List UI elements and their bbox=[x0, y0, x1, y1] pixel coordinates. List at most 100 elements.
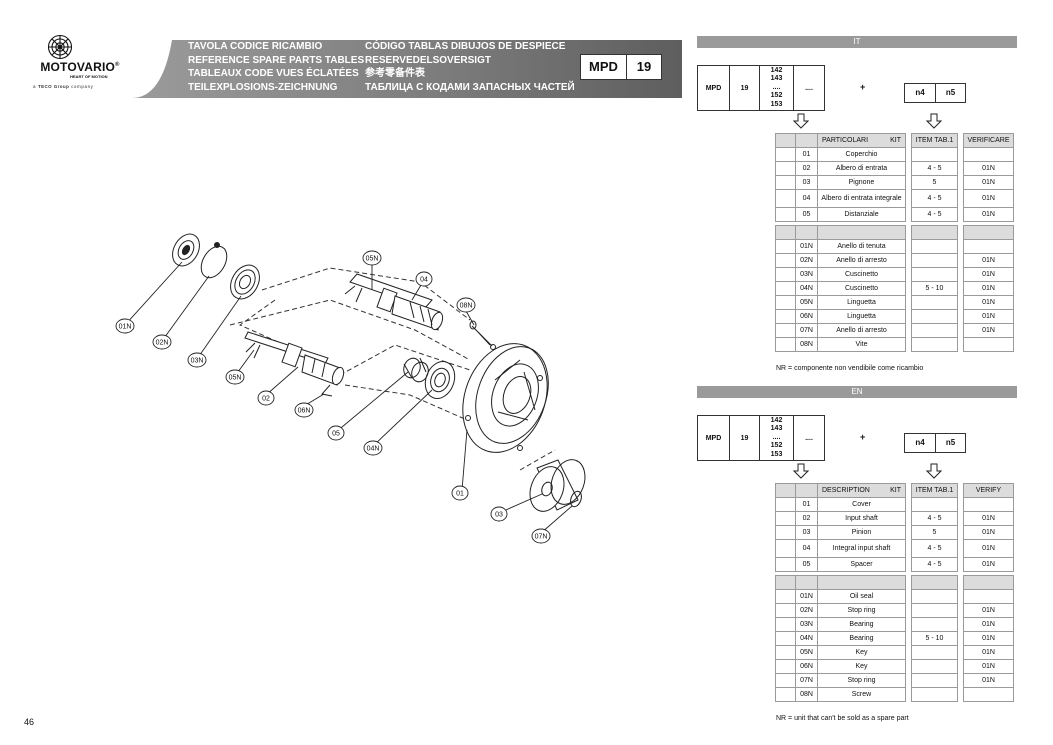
assembly-line bbox=[261, 267, 471, 321]
part-03-pinion bbox=[529, 459, 586, 512]
section-en: MPD 19 142 143 .... 152 153 .... + n4 n5… bbox=[697, 415, 1017, 745]
ordering-code-box: MPD 19 142 143 .... 152 153 .... bbox=[697, 415, 825, 461]
header-item: ITEM TAB.1 bbox=[911, 483, 958, 498]
callout-label: 02 bbox=[262, 396, 270, 403]
nr-note: NR = componente non vendibile come ricam… bbox=[776, 365, 924, 372]
code-n4: n4 bbox=[915, 88, 925, 97]
section-bar-it: IT bbox=[697, 36, 1017, 48]
header-verify: VERIFICARE bbox=[963, 133, 1014, 148]
code-n5: n5 bbox=[935, 434, 965, 452]
section-it: MPD 19 142 143 .... 152 153 .... + n4 n5… bbox=[697, 65, 1017, 395]
down-arrow-icon bbox=[926, 113, 942, 129]
motovario-logo: MOTOVARIO® HEART OF MOTION a TECO Group … bbox=[30, 34, 130, 96]
ordering-code-box: MPD 19 142 143 .... 152 153 .... bbox=[697, 65, 825, 111]
code-n4: n4 bbox=[915, 438, 925, 447]
part-01N-oil-seal bbox=[172, 233, 200, 267]
callout-label: 04 bbox=[420, 277, 428, 284]
part-02-input-shaft bbox=[244, 331, 345, 397]
part-08N-screw bbox=[469, 320, 493, 347]
callout-label: 05N bbox=[229, 375, 242, 382]
title-banner: TAVOLA CODICE RICAMBIO REFERENCE SPARE P… bbox=[132, 40, 682, 98]
part-07N-stop-ring bbox=[570, 490, 582, 508]
plus-sign: + bbox=[860, 432, 866, 442]
assembly-line bbox=[229, 299, 471, 361]
part-04-integral-input-shaft bbox=[344, 273, 444, 331]
code-dots: .... bbox=[805, 84, 813, 92]
exploded-view-drawing: 01N 02N 03N 05N 04 08N 05N 02 06N 05 04N… bbox=[115, 233, 586, 544]
table-header-row: DESCRIPTION KIT ITEM TAB.1 VERIFY bbox=[775, 483, 1014, 498]
down-arrow-icon bbox=[926, 463, 942, 479]
group-line: a TECO Group company bbox=[33, 84, 94, 89]
down-arrow-icon bbox=[793, 463, 809, 479]
callout-label: 08N bbox=[460, 303, 473, 310]
motovario-emblem-icon bbox=[47, 34, 73, 60]
product-code: MPD bbox=[581, 55, 627, 79]
callout-label: 05 bbox=[332, 431, 340, 438]
code-product: MPD bbox=[698, 416, 730, 460]
banner-background bbox=[132, 40, 682, 98]
down-arrow-icon bbox=[793, 113, 809, 129]
callout-label: 06N bbox=[298, 408, 311, 415]
header-kit: KIT bbox=[890, 486, 901, 494]
nr-note: NR = unit that can't be sold as a spare … bbox=[776, 715, 909, 722]
part-05-spacer bbox=[403, 357, 429, 383]
header-verify: VERIFY bbox=[963, 483, 1014, 498]
assembly-line bbox=[519, 449, 556, 471]
table-header-row: PARTICOLARI KIT ITEM TAB.1 VERIFICARE bbox=[775, 133, 1014, 148]
part-02N-stop-ring bbox=[200, 242, 228, 279]
n-code-box: n4 n5 bbox=[904, 83, 966, 103]
callout-label: 01 bbox=[456, 491, 464, 498]
callout-label: 05N bbox=[366, 256, 379, 263]
page-number: 46 bbox=[24, 717, 35, 727]
code-ratios: 142 143 .... 152 153 bbox=[760, 66, 794, 110]
table-header-row bbox=[775, 575, 1014, 590]
callout-label: 03 bbox=[495, 512, 503, 519]
callout-label: 07N bbox=[535, 534, 548, 541]
part-04N-bearing bbox=[424, 361, 456, 399]
code-size: 19 bbox=[730, 66, 760, 110]
n-code-box: n4 n5 bbox=[904, 433, 966, 453]
section-bar-en: EN bbox=[697, 386, 1017, 398]
header-item: ITEM TAB.1 bbox=[911, 133, 958, 148]
part-01-cover bbox=[462, 343, 549, 453]
header-part: DESCRIPTION bbox=[822, 486, 870, 494]
code-product: MPD bbox=[698, 66, 730, 110]
header-kit: KIT bbox=[890, 136, 901, 144]
assembly-line bbox=[238, 299, 286, 346]
code-ratios: 142 143 .... 152 153 bbox=[760, 416, 794, 460]
callout-label: 03N bbox=[191, 358, 204, 365]
product-code-box: MPD 19 bbox=[580, 54, 662, 80]
brand-tagline: HEART OF MOTION bbox=[70, 74, 108, 79]
banner-titles-left: TAVOLA CODICE RICAMBIO REFERENCE SPARE P… bbox=[188, 41, 365, 93]
plus-sign: + bbox=[860, 82, 866, 92]
product-size: 19 bbox=[636, 59, 652, 74]
callout-label: 04N bbox=[367, 446, 380, 453]
header-part: PARTICOLARI bbox=[822, 136, 869, 144]
